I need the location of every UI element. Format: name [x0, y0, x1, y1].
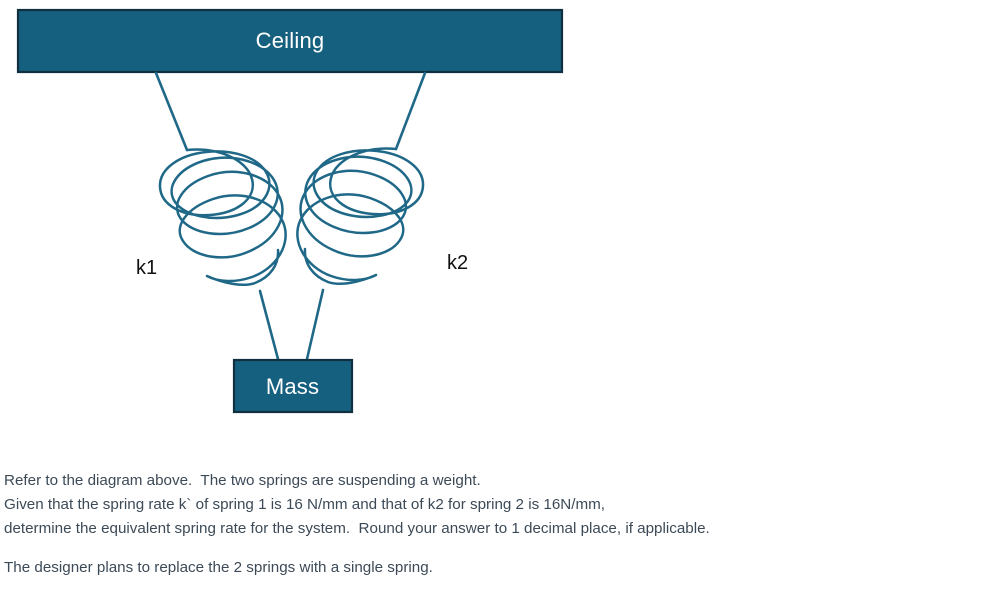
paragraph-spacer [4, 541, 989, 556]
spring-2 [296, 147, 425, 285]
connector-spring-2-to-mass [305, 288, 325, 361]
mass-label: Mass [265, 374, 320, 399]
connector-ceiling-to-spring-1 [154, 71, 189, 152]
question-text: Refer to the diagram above. The two spri… [4, 469, 989, 580]
ceiling-label: Ceiling [255, 28, 325, 53]
spring-2-label: k2 [447, 252, 469, 274]
mass-block [232, 358, 354, 414]
connector-spring-1-to-mass [258, 289, 280, 361]
spring-1-label: k1 [136, 257, 158, 279]
connector-ceiling-to-spring-2 [394, 71, 427, 151]
question-line-4: The designer plans to replace the 2 spri… [4, 559, 433, 576]
spring-1 [158, 148, 287, 286]
question-line-2: Given that the spring rate k` of spring … [4, 496, 606, 513]
spring-system-diagram: Ceiling Mass k1 k2 [16, 8, 564, 414]
question-line-3: determine the equivalent spring rate for… [4, 520, 710, 537]
ceiling-block [16, 8, 564, 74]
question-line-1: Refer to the diagram above. The two spri… [4, 472, 481, 489]
